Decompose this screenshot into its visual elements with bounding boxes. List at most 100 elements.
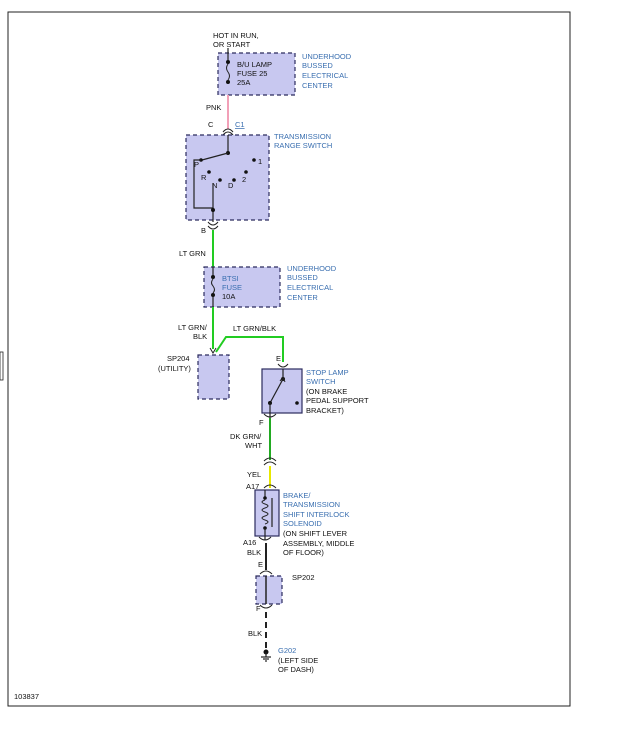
fuse-bu-top-terminal [226, 60, 230, 64]
trs-contact-d [232, 178, 236, 182]
ground-label-3: OF DASH) [278, 665, 314, 674]
stop-pin-f-connector [263, 413, 277, 418]
trs-wiper [201, 152, 229, 161]
stop-lamp-label-4: PEDAL SUPPORT [306, 396, 369, 405]
wire-lt-grn-blk-a-label-2: BLK [193, 332, 207, 341]
wire-lt-grn-blk-a-label-1: LT GRN/ [178, 323, 208, 332]
trs-pos-d: D [228, 181, 234, 190]
stop-pin-e-label: E [276, 354, 281, 363]
stop-pin-f-label: F [259, 418, 264, 427]
btsi-fuse-icon [211, 278, 215, 294]
connector-c-label: C [208, 120, 214, 129]
ground-label-1: G202 [278, 646, 296, 655]
sp202-box [255, 575, 283, 605]
solenoid-label-7: OF FLOOR) [283, 548, 324, 557]
trs-output-terminal [211, 208, 215, 212]
wire-dk-grn-wht-label-2: WHT [245, 441, 262, 450]
trs-contact-r [207, 170, 211, 174]
stop-lamp-label-3: (ON BRAKE [306, 387, 347, 396]
frame-tab [0, 351, 4, 381]
btsi-fuse-bottom-terminal [211, 293, 215, 297]
fuse-bu-icon [226, 63, 230, 81]
trs-contact-n [218, 178, 222, 182]
sp202-pin-e-connector [259, 570, 273, 575]
stop-lamp-switch-box [261, 368, 303, 414]
trs-pos-p: P [194, 160, 199, 169]
stop-switch-open-contact [295, 401, 299, 405]
wire-blk-1-label: BLK [247, 548, 261, 557]
solenoid-coil [261, 499, 269, 525]
wire-lt-grn-blk-b-label: LT GRN/BLK [233, 324, 276, 333]
connector-c-symbol [222, 128, 234, 133]
ground-label-2: (LEFT SIDE [278, 656, 318, 665]
wire-lt-grn-blk-branch [215, 336, 284, 362]
pin-a17-connector [263, 484, 277, 489]
pin-a16-label: A16 [243, 538, 256, 547]
solenoid-label-4: SOLENOID [283, 519, 322, 528]
trs-contact-2 [244, 170, 248, 174]
fuse-bu-label-3: 25A [237, 78, 250, 87]
trs-pos-n: N [212, 181, 217, 190]
inline-connector-top [263, 457, 277, 462]
stop-pin-e-connector [277, 363, 289, 368]
underhood-2-label-1: UNDERHOOD [287, 264, 337, 273]
inline-connector-bottom [263, 461, 277, 466]
solenoid-label-3: SHIFT INTERLOCK [283, 510, 350, 519]
solenoid-label-6: ASSEMBLY, MIDDLE [283, 539, 354, 548]
wire-pnk-label: PNK [206, 103, 221, 112]
btsi-fuse-box [203, 266, 281, 308]
btsi-fuse-label-1: BTSI [222, 274, 239, 283]
fuse-bu-bottom-terminal [226, 80, 230, 84]
btsi-fuse-top-terminal [211, 275, 215, 279]
connector-c1-label: C1 [235, 120, 245, 129]
underhood-2-label-3: ELECTRICAL [287, 283, 333, 292]
trs-pos-1: 1 [258, 157, 262, 166]
trs-pin-b-connector-2 [207, 225, 219, 230]
underhood-1-label-1: UNDERHOOD [302, 52, 352, 61]
sp202-pin-f-label: F [256, 604, 261, 613]
sp204-entry-arrow [209, 347, 217, 354]
wire-blk-2-label: BLK [248, 629, 262, 638]
underhood-1-label-2: BUSSED [302, 61, 333, 70]
bu-lamp-fuse-box [217, 52, 296, 96]
btsi-fuse-label-2: FUSE [222, 283, 242, 292]
stop-switch-blade [269, 378, 284, 404]
stop-switch-arrow [279, 375, 286, 383]
connector-c-symbol-2 [222, 131, 234, 136]
trs-pin-b-connector [207, 221, 219, 226]
underhood-1-label-4: CENTER [302, 81, 333, 90]
underhood-1-label-3: ELECTRICAL [302, 71, 348, 80]
sp202-pin-f-connector [259, 604, 273, 609]
fuse-bu-label-2: FUSE 25 [237, 69, 267, 78]
underhood-2-label-2: BUSSED [287, 273, 318, 282]
underhood-2-label-4: CENTER [287, 293, 318, 302]
sp202-pin-e-label: E [258, 560, 263, 569]
trs-pin-b-label: B [201, 226, 206, 235]
trs-internal-wire [193, 159, 214, 222]
trs-label-2: RANGE SWITCH [274, 141, 332, 150]
figure-id: 103837 [14, 692, 39, 701]
stop-lamp-label-5: BRACKET) [306, 406, 344, 415]
power-source-label-2: OR START [213, 40, 251, 49]
wire-yel-label: YEL [247, 470, 261, 479]
trs-pos-2: 2 [242, 175, 246, 184]
fuse-bu-label-1: B/U LAMP [237, 60, 272, 69]
stop-lamp-label-2: SWITCH [306, 377, 336, 386]
btsi-fuse-label-3: 10A [222, 292, 235, 301]
sp204-box [197, 354, 230, 400]
sp202-label: SP202 [292, 573, 315, 582]
solenoid-label-5: (ON SHIFT LEVER [283, 529, 348, 538]
solenoid-top-terminal [263, 496, 267, 500]
power-source-label-1: HOT IN RUN, [213, 31, 259, 40]
sp204-label-1: SP204 [167, 354, 190, 363]
trs-pos-r: R [201, 173, 207, 182]
trs-contact-1 [252, 158, 256, 162]
pin-a17-label: A17 [246, 482, 259, 491]
stop-lamp-label-1: STOP LAMP [306, 368, 349, 377]
pin-a16-connector [258, 536, 272, 541]
sp204-label-2: (UTILITY) [158, 364, 191, 373]
diagram-frame [7, 11, 571, 707]
solenoid-label-2: TRANSMISSION [283, 500, 340, 509]
solenoid-label-1: BRAKE/ [283, 491, 311, 500]
